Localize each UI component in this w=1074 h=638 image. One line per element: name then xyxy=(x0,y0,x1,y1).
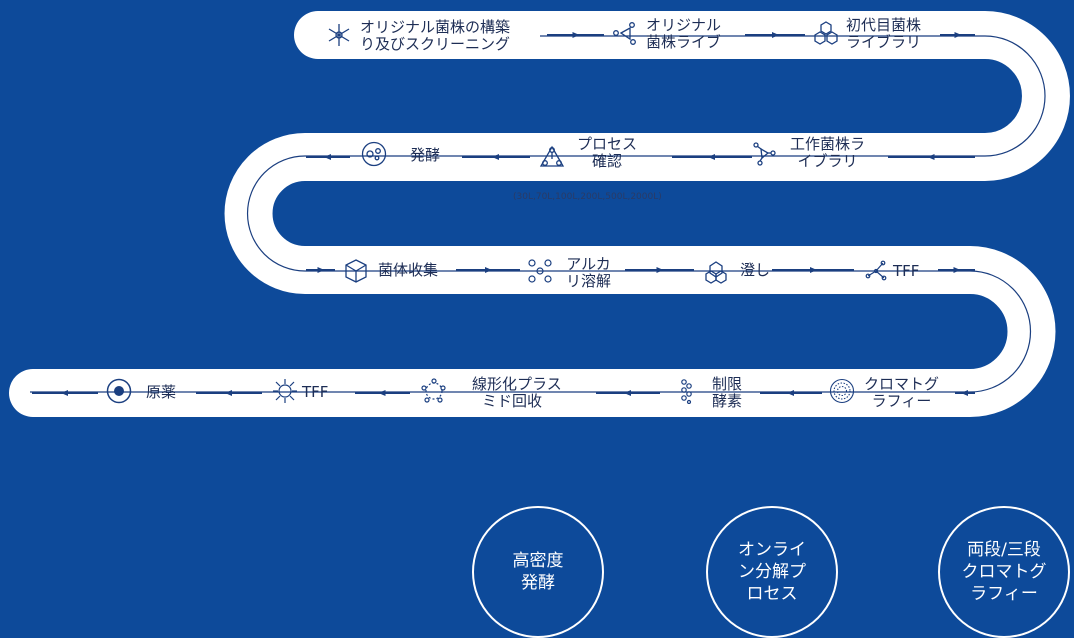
step-label-clarification: 澄し xyxy=(740,261,771,279)
step-label-cell-harvest: 菌体收集 xyxy=(378,261,439,279)
triangle-network-icon xyxy=(539,144,565,170)
connector-arrowhead xyxy=(624,390,631,396)
track-guide-line xyxy=(30,35,1046,393)
connector-arrowhead xyxy=(772,32,779,38)
connector-arrowhead xyxy=(708,154,715,160)
step-label-restriction-enzyme: 制限酵素 xyxy=(712,375,743,410)
step-label-linear-plasmid-recovery: 線形化プラスミド回收 xyxy=(472,375,562,410)
sparkle-icon xyxy=(863,258,889,284)
step-label-original-strain-library: オリジナル菌株ライブ xyxy=(646,16,722,51)
serpentine-track xyxy=(9,11,1070,417)
connector-arrowhead xyxy=(317,267,325,273)
connector-arrowhead xyxy=(787,390,794,396)
badge-two-three-stage-chromatography: 両段/三段 クロマトグ ラフィー xyxy=(938,506,1070,638)
connector-arrowhead xyxy=(492,154,499,160)
connector-arrowhead xyxy=(961,390,968,396)
connector-arrowhead xyxy=(927,154,935,160)
connector-arrowhead xyxy=(324,154,331,160)
scale-note: (30L,70L,100L,200L,500L,2000L) xyxy=(513,192,662,202)
step-label-alkaline-lysis: アルカリ溶解 xyxy=(566,255,612,290)
connector-arrowhead xyxy=(810,267,817,273)
connector-arrowhead xyxy=(572,32,580,38)
branch-icon xyxy=(752,141,778,167)
track-band xyxy=(9,11,1070,417)
cube-icon xyxy=(343,258,369,284)
connector-arrowhead xyxy=(61,390,68,396)
connector-arrowhead xyxy=(953,267,961,273)
virus-icon xyxy=(272,378,298,404)
step-label-first-gen-library: 初代目菌株ライブラリ xyxy=(846,16,922,51)
badge-online-lysis-process: オンライ ン分解プ ロセス xyxy=(706,506,838,638)
connector-arrowhead xyxy=(656,267,664,273)
connector-arrowhead xyxy=(485,267,492,273)
target-circle-icon xyxy=(106,378,132,404)
sphere-icon xyxy=(829,378,855,404)
hexagon-cluster-icon xyxy=(813,20,839,46)
cells-icon xyxy=(527,258,553,284)
plasmid-icon xyxy=(421,378,447,404)
step-label-original-strain-build: オリジナル菌株の構築り及びスクリーニング xyxy=(360,18,511,53)
connector-arrowhead xyxy=(954,32,962,38)
step-label-tff-2: TFF xyxy=(302,383,329,401)
connector-arrowhead xyxy=(225,390,232,396)
cloud-hex-icon xyxy=(703,259,729,285)
step-label-tff-1: TFF xyxy=(893,262,920,280)
step-label-process-confirm: プロセス確認 xyxy=(577,135,638,170)
process-diagram: オリジナル菌株の構築り及びスクリーニング オリジナル菌株ライブ 初代目菌株ライブ… xyxy=(9,11,1070,638)
molecule-icon xyxy=(612,21,638,47)
connector-arrowhead xyxy=(378,390,386,396)
step-label-drug-substance: 原薬 xyxy=(146,383,177,401)
snowflake-icon xyxy=(326,22,352,48)
chain-icon xyxy=(674,378,700,404)
step-label-engineered-library: 工作菌株ライブラリ xyxy=(790,135,866,170)
step-label-chromatography: クロマトグラフィー xyxy=(864,375,940,410)
step-label-fermentation: 発酵 xyxy=(410,146,441,164)
bubble-circle-icon xyxy=(361,141,387,167)
badge-high-density-fermentation: 高密度 発酵 xyxy=(472,506,604,638)
